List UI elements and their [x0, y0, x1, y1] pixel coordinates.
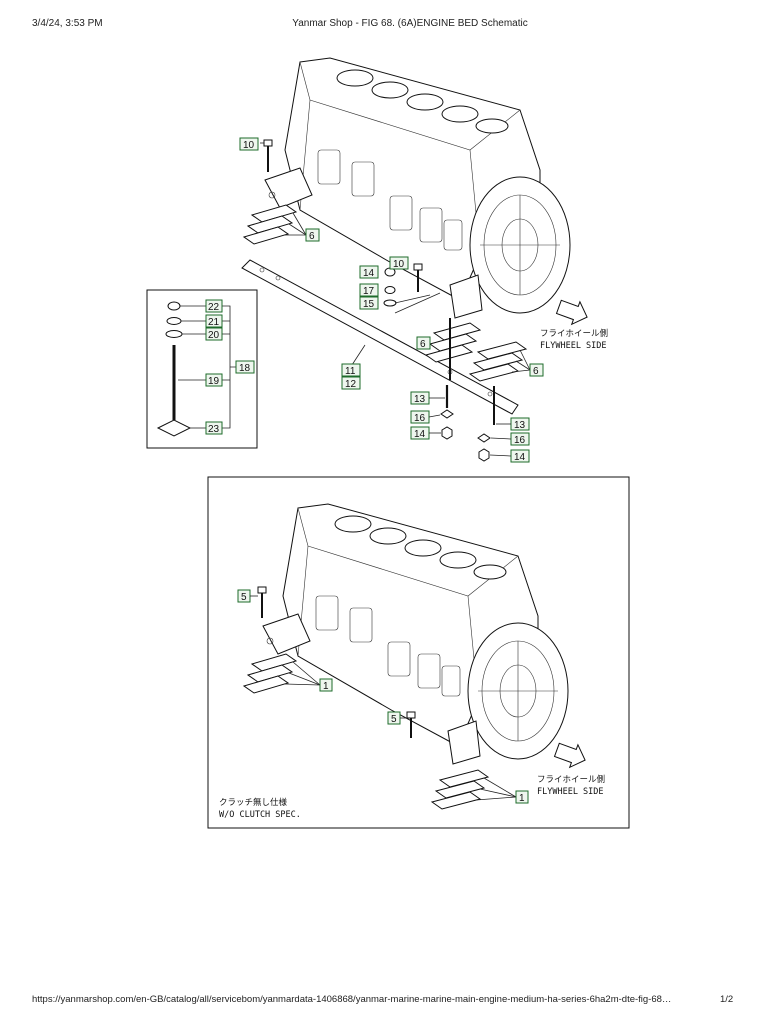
callout-1-front: 1 — [323, 681, 329, 692]
callout-6-front: 6 — [309, 231, 315, 242]
callout-16-right: 16 — [514, 435, 526, 446]
top-rear-shims-right — [468, 341, 531, 425]
top-flywheel-side-jp: フライホイール側 — [540, 328, 608, 339]
print-timestamp: 3/4/24, 3:53 PM — [32, 18, 103, 29]
callout-16-left: 16 — [414, 413, 426, 424]
callout-15: 15 — [363, 299, 375, 310]
callout-6-rear-right: 6 — [533, 366, 539, 377]
bottom-flywheel-side-arrow — [553, 742, 586, 769]
callout-13-right: 13 — [514, 420, 526, 431]
print-url: https://yanmarshop.com/en-GB/catalog/all… — [32, 994, 672, 1005]
top-flywheel-side-en: FLYWHEEL SIDE — [540, 341, 607, 351]
callout-19: 19 — [208, 376, 220, 387]
bottom-diagram-frame — [207, 476, 630, 829]
callout-10-mid: 10 — [393, 259, 405, 270]
callout-1-rear: 1 — [519, 793, 525, 804]
callout-14-left: 14 — [414, 429, 426, 440]
top-rear-lower-hardware — [440, 385, 491, 462]
callout-17: 17 — [363, 286, 375, 297]
callout-5-rear: 5 — [391, 714, 397, 725]
bottom-flywheel-side-jp: フライホイール側 — [537, 774, 605, 785]
top-front-shims — [242, 204, 307, 245]
callout-14-mid: 14 — [363, 268, 375, 279]
top-middle-fasteners — [383, 263, 441, 314]
callout-5-front: 5 — [241, 592, 247, 603]
callout-21: 21 — [208, 317, 220, 328]
top-flywheel-side-arrow — [555, 299, 588, 326]
bottom-flywheel-side-en: FLYWHEEL SIDE — [537, 787, 604, 797]
top-bolt-10-front — [260, 139, 273, 172]
print-page-title: Yanmar Shop - FIG 68. (6A)ENGINE BED Sch… — [292, 18, 528, 29]
callout-14-right: 14 — [514, 452, 526, 463]
callout-23: 23 — [208, 424, 220, 435]
inset-callouts: 22 21 20 19 23 18 — [205, 299, 255, 435]
bottom-callouts: 5 1 5 1 — [237, 589, 529, 804]
bottom-front-shims — [242, 586, 321, 694]
callout-13-left: 13 — [414, 394, 426, 405]
callout-18: 18 — [239, 363, 251, 374]
callout-22: 22 — [208, 302, 220, 313]
bottom-rear-bolt — [406, 711, 416, 738]
bottom-rear-shims — [430, 769, 517, 810]
top-callouts: 10 6 14 10 17 15 6 6 11 12 13 16 14 13 1 — [239, 137, 544, 463]
spec-label-en: W/O CLUTCH SPEC. — [219, 810, 301, 820]
callout-11: 11 — [345, 366, 356, 377]
top-engine-block-drawing — [264, 57, 571, 319]
callout-10-front: 10 — [243, 140, 255, 151]
bottom-engine-block-drawing — [262, 503, 569, 765]
callout-12: 12 — [345, 379, 357, 390]
callout-6-rear-left: 6 — [420, 339, 426, 350]
spec-label-jp: クラッチ無し仕様 — [219, 797, 288, 808]
top-rear-shims-left — [424, 318, 482, 380]
callout-20: 20 — [208, 330, 220, 341]
print-page-count: 1/2 — [720, 994, 734, 1005]
